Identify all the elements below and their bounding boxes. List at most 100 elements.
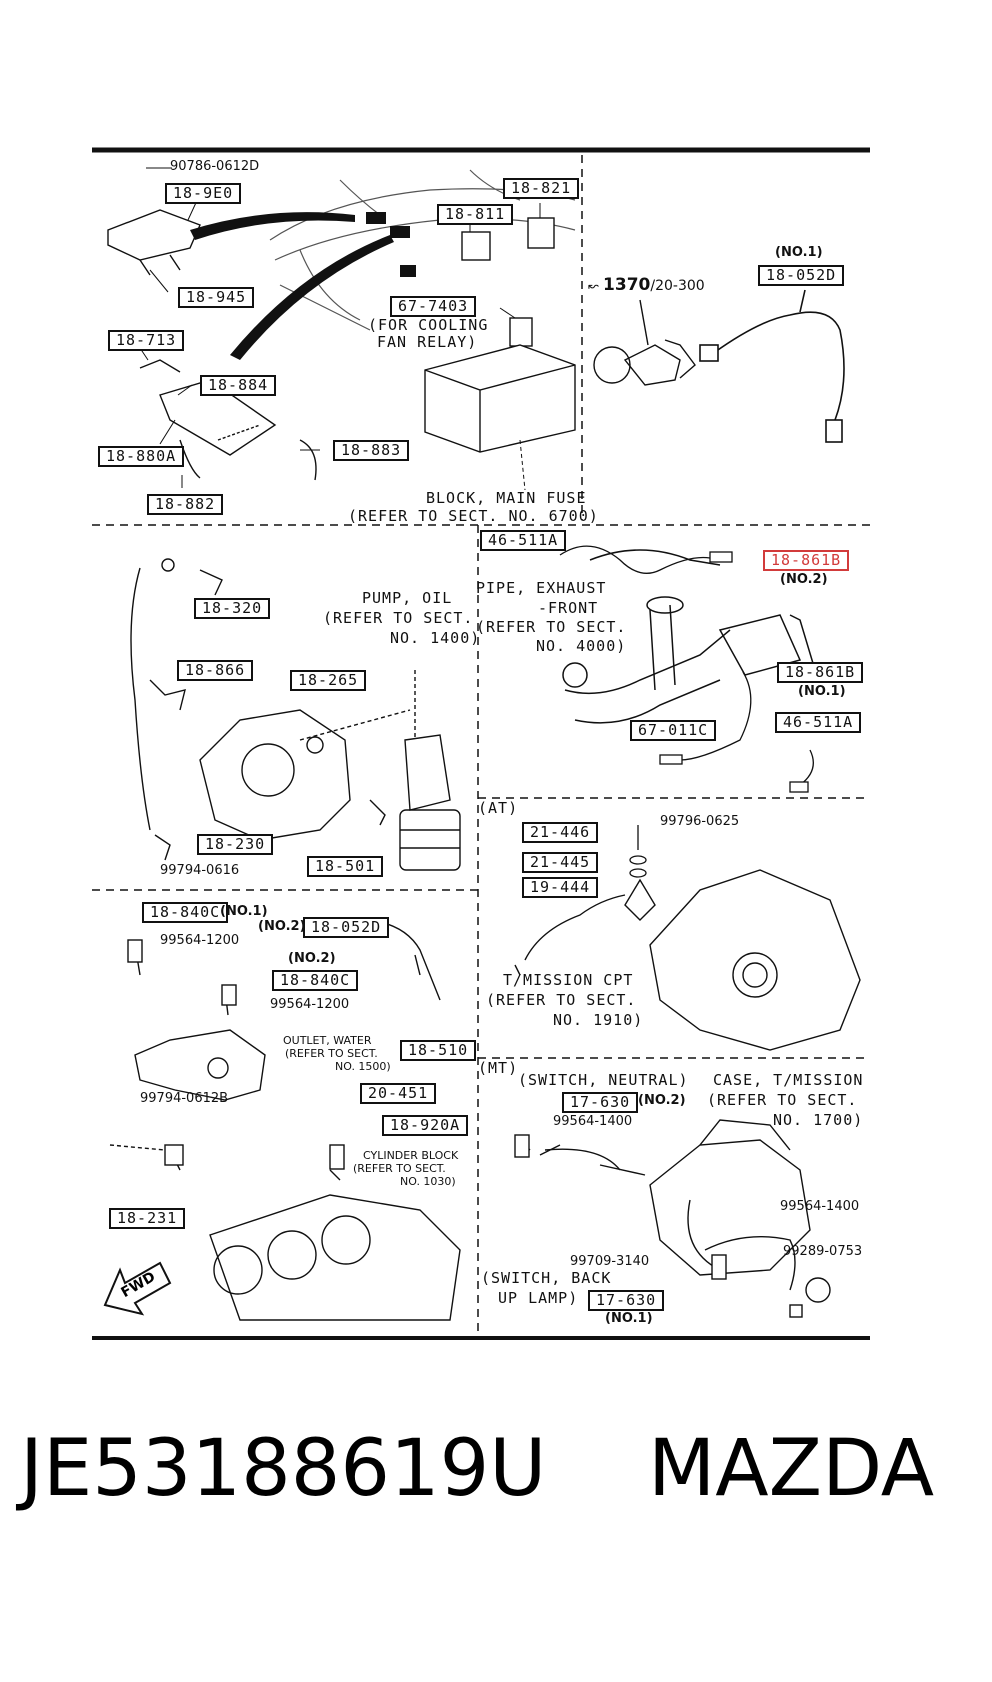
vacuum-solenoid (593, 299, 696, 386)
mt-label: (MT) (478, 1059, 519, 1077)
part-18-840c-no1[interactable]: 18-840C (142, 902, 229, 923)
part-18-501[interactable]: 18-501 (307, 856, 384, 877)
water-outlet-ref: (REFER TO SECT. (285, 1047, 378, 1060)
part-18-840c-no2[interactable]: 18-840C (272, 970, 359, 991)
wiring-strokes (190, 212, 416, 360)
oil-filter (369, 670, 461, 871)
part-18-320[interactable]: 18-320 (194, 598, 271, 619)
part-99709-3140: 99709-3140 (570, 1254, 650, 1269)
water-outlet (127, 918, 441, 1101)
part-18-945[interactable]: 18-945 (178, 287, 255, 308)
at-hardware (629, 825, 647, 878)
part-99564-1200-a: 99564-1200 (160, 933, 240, 948)
part-18-052d-top[interactable]: 18-052D (758, 265, 845, 286)
o2-sensor-no1-top (699, 289, 845, 443)
case-tmission-sect: NO. 1700) (773, 1111, 864, 1129)
part-18-880a[interactable]: 18-880A (98, 446, 185, 467)
part-90786-0612d: 90786-0612D (170, 159, 260, 174)
part-99564-1200-b: 99564-1200 (270, 997, 350, 1012)
part-17-630-no1[interactable]: 17-630 (588, 1290, 665, 1311)
part-18-882[interactable]: 18-882 (147, 494, 224, 515)
part-99796-0625: 99796-0625 (660, 814, 740, 829)
part-46-511a-top[interactable]: 46-511A (480, 530, 567, 551)
part-99289-0753: 99289-0753 (783, 1244, 863, 1259)
cylinder-block (109, 1144, 461, 1321)
note-no2-052d: (NO.2) (258, 919, 306, 934)
note-no2-630: (NO.2) (638, 1093, 686, 1108)
cylinder-block-sect: NO. 1030) (400, 1175, 456, 1188)
part-18-866[interactable]: 18-866 (177, 660, 254, 681)
exhaust-pipe-note: PIPE, EXHAUST (476, 579, 607, 597)
oil-pump-ref: (REFER TO SECT. (323, 609, 474, 627)
part-18-861b-highlighted[interactable]: 18-861B (763, 550, 850, 571)
switch-backup-lamp: UP LAMP) (498, 1289, 579, 1307)
water-outlet-sect: NO. 1500) (335, 1060, 391, 1073)
part-18-510[interactable]: 18-510 (400, 1040, 477, 1061)
tmission-cpt-ref: (REFER TO SECT. (486, 991, 637, 1009)
main-fuse-block-note: BLOCK, MAIN FUSE (426, 489, 587, 507)
note-no1-840c: (NO.1) (220, 904, 268, 919)
part-67-7403[interactable]: 67-7403 (390, 296, 477, 317)
part-99794-0616: 99794-0616 (160, 863, 240, 878)
part-18-884[interactable]: 18-884 (200, 375, 277, 396)
note-no2-840c: (NO.2) (288, 951, 336, 966)
cylinder-block-ref: (REFER TO SECT. (353, 1162, 446, 1175)
main-fuse-block-ref: (REFER TO SECT. NO. 6700) (348, 507, 599, 525)
oil-pump-sect: NO. 1400) (390, 629, 481, 647)
fan-relay-note-2: FAN RELAY) (377, 333, 478, 351)
note-no1-o2: (NO.1) (798, 684, 846, 699)
part-18-265[interactable]: 18-265 (290, 670, 367, 691)
fan-relay-note-1: (FOR COOLING (368, 316, 489, 334)
exhaust-pipe (562, 549, 817, 724)
part-99794-0612b: 99794-0612B (140, 1091, 229, 1106)
leader-lines-tl (139, 167, 541, 491)
caption-part-number: JE53188619U (20, 1424, 547, 1514)
note-no1-top: (NO.1) (775, 245, 823, 260)
at-label: (AT) (478, 799, 519, 817)
part-18-231[interactable]: 18-231 (109, 1208, 186, 1229)
tmission-cpt-note: T/MISSION CPT (503, 971, 634, 989)
water-outlet-note: OUTLET, WATER (283, 1034, 372, 1047)
note-no1-630: (NO.1) (605, 1311, 653, 1326)
part-46-511a-bottom[interactable]: 46-511A (775, 712, 862, 733)
part-18-052d-lower[interactable]: 18-052D (303, 917, 390, 938)
part-18-713[interactable]: 18-713 (108, 330, 185, 351)
exhaust-pipe-ref: (REFER TO SECT. (476, 618, 627, 636)
tmission-cpt-sect: NO. 1910) (553, 1011, 644, 1029)
part-18-9e0[interactable]: 18-9E0 (165, 183, 242, 204)
oil-pump-note: PUMP, OIL (362, 589, 453, 607)
part-18-811[interactable]: 18-811 (437, 204, 514, 225)
part-18-821[interactable]: 18-821 (503, 178, 580, 199)
ref-1370-num: 1370 (603, 275, 651, 295)
part-21-446[interactable]: 21-446 (522, 822, 599, 843)
caption-brand: MAZDA (648, 1424, 935, 1514)
note-no2-o2: (NO.2) (780, 572, 828, 587)
parts-diagram (92, 147, 870, 1340)
case-tmission-note: CASE, T/MISSION (713, 1071, 864, 1089)
part-67-011c[interactable]: 67-011C (630, 720, 717, 741)
case-tmission-ref: (REFER TO SECT. (707, 1091, 858, 1109)
oil-pump-assembly (130, 558, 411, 861)
part-99564-1400-a: 99564-1400 (553, 1114, 633, 1129)
part-19-444[interactable]: 19-444 (522, 877, 599, 898)
switch-backup-note: (SWITCH, BACK (481, 1269, 612, 1287)
fwd-arrow (103, 1261, 172, 1316)
relay-components (424, 217, 576, 453)
exhaust-pipe-front: -FRONT (538, 599, 599, 617)
switch-neutral-note: (SWITCH, NEUTRAL) (518, 1071, 689, 1089)
ref-1370-text[interactable]: ↜ 1370/20-300 (588, 276, 705, 295)
part-18-883[interactable]: 18-883 (333, 440, 410, 461)
ref-1370-arrow: ↜ (588, 279, 604, 294)
part-18-230[interactable]: 18-230 (197, 834, 274, 855)
o2-sensor-wires-mid (559, 545, 814, 793)
part-20-451[interactable]: 20-451 (360, 1083, 437, 1104)
cylinder-block-note: CYLINDER BLOCK (363, 1149, 459, 1162)
part-99564-1400-b: 99564-1400 (780, 1199, 860, 1214)
exhaust-pipe-sect: NO. 4000) (536, 637, 627, 655)
part-17-630-no2[interactable]: 17-630 (562, 1092, 639, 1113)
part-18-861b-no1[interactable]: 18-861B (777, 662, 864, 683)
at-transmission (514, 869, 861, 1051)
ref-1370-sub: /20-300 (650, 278, 705, 294)
part-18-920a[interactable]: 18-920A (382, 1115, 469, 1136)
part-21-445[interactable]: 21-445 (522, 852, 599, 873)
